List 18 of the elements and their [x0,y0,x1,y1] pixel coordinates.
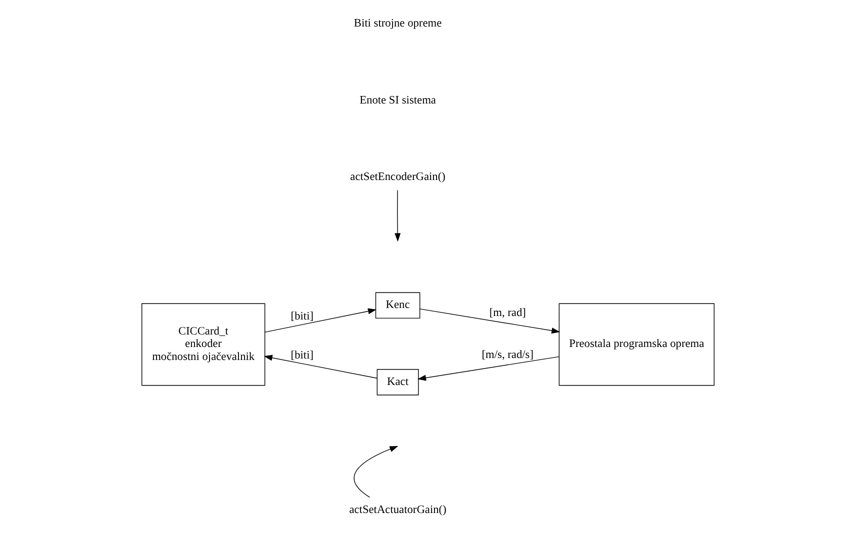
arrow [394,190,400,242]
node-box: CICCard_t enkoder močnostni ojačevalnik [141,303,265,386]
label: Biti strojne opreme [353,18,442,30]
node-box: Preostala programska oprema [558,303,714,386]
arrow [419,308,560,334]
label: Enote SI sistema [359,94,436,106]
edge-label: [biti] [290,310,314,322]
arrow [416,356,559,381]
node-text: actSetEncoderGain() [350,171,445,184]
node-box: Kenc [374,292,420,319]
arrow [353,446,398,498]
edge-label: [m, rad] [488,306,526,319]
node-text: actSetActuatorGain() [348,504,446,516]
arrow [263,354,377,379]
node-box: Kact [376,369,418,396]
edge-label: [m/s, rad/s] [481,348,533,361]
arrow [264,308,376,333]
edge-label: [biti] [290,350,314,362]
